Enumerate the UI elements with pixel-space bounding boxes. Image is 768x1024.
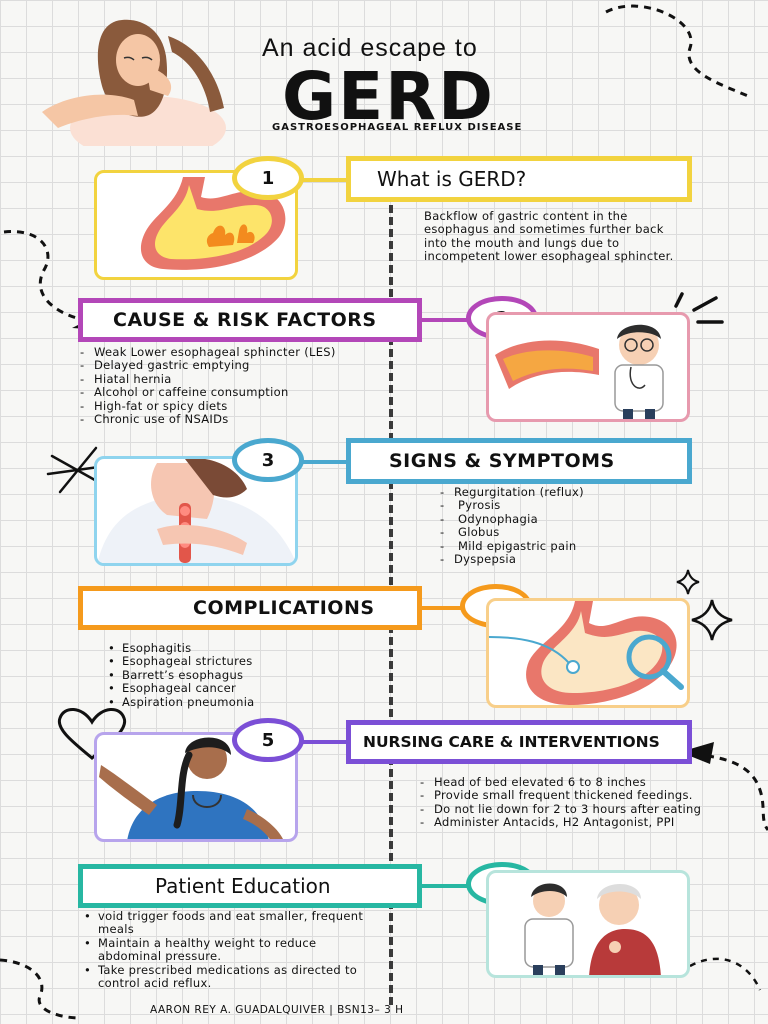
list-item: Do not lie down for 2 to 3 hours after e…	[418, 802, 758, 817]
stomach-icon	[140, 177, 286, 270]
footer-author: AARON REY A. GUADALQUIVER | BSN13– 3 H	[150, 1004, 404, 1016]
doctor-patient-icon	[524, 883, 661, 975]
throat-icon	[97, 459, 295, 563]
list-item: Provide small frequent thickened feeding…	[418, 788, 758, 803]
list-item: Take prescribed medications as directed …	[82, 963, 382, 991]
section-6-list: void trigger foods and eat smaller, freq…	[82, 909, 382, 991]
section-6-heading: Patient Education	[78, 864, 422, 908]
dashed-curve-top-right	[605, 4, 749, 98]
list-item: Barrett’s esophagus	[106, 668, 376, 683]
nurse-icon	[99, 737, 283, 839]
list-item: Administer Antacids, H2 Antagonist, PPI	[418, 815, 758, 830]
sparkle-icon	[676, 569, 700, 595]
list-item: Globus	[438, 525, 678, 540]
section-4-connector	[420, 606, 480, 610]
section-3-connector	[298, 460, 350, 464]
section-5-image	[94, 732, 298, 842]
section-5-list: Head of bed elevated 6 to 8 inches Provi…	[418, 775, 758, 830]
list-item: Regurgitation (reflux)	[438, 485, 678, 500]
section-2-heading: CAUSE & RISK FACTORS	[78, 298, 422, 342]
doctor-icon	[495, 324, 664, 419]
section-4-heading: COMPLICATIONS	[78, 586, 422, 630]
list-item: Delayed gastric emptying	[78, 358, 378, 373]
sparkle-icon	[691, 599, 733, 641]
section-5-number: 5	[232, 718, 304, 762]
list-item: Esophagitis	[106, 641, 376, 656]
dashed-curve-bottom-left	[0, 958, 81, 1020]
dashed-curve-right	[693, 752, 768, 831]
section-3-list: Regurgitation (reflux) Pyrosis Odynophag…	[438, 485, 678, 567]
section-1-body: Backflow of gastric content in the esoph…	[424, 209, 674, 264]
section-3-number: 3	[232, 438, 304, 482]
shine-lines-icon	[674, 292, 724, 324]
list-item: Mild epigastric pain	[438, 539, 678, 554]
heart-doodle-icon	[57, 708, 127, 760]
woman-heartburn-illustration	[42, 19, 226, 146]
list-item: Esophageal strictures	[106, 654, 376, 669]
list-item: Aspiration pneumonia	[106, 695, 376, 710]
section-5-connector	[298, 740, 350, 744]
section-3-heading: SIGNS & SYMPTOMS	[346, 438, 692, 484]
dashed-curve-left	[3, 230, 85, 322]
section-1-heading: What is GERD?	[346, 156, 692, 202]
list-item: Odynophagia	[438, 512, 678, 527]
page-subtitle: GASTROESOPHAGEAL REFLUX DISEASE	[272, 122, 523, 133]
list-item: Dyspepsia	[438, 552, 678, 567]
list-item: Hiatal hernia	[78, 372, 378, 387]
list-item: Pyrosis	[438, 498, 678, 513]
section-1-number: 1	[232, 156, 304, 200]
list-item: High-fat or spicy diets	[78, 399, 378, 414]
list-item: Chronic use of NSAIDs	[78, 412, 378, 427]
page-title: GERD	[282, 58, 495, 135]
section-2-image	[486, 312, 690, 422]
title-line1: An acid escape to	[262, 34, 478, 62]
section-4-image	[486, 598, 690, 708]
arrow-icon	[680, 742, 714, 764]
list-item: Esophageal cancer	[106, 681, 376, 696]
list-item: Head of bed elevated 6 to 8 inches	[418, 775, 758, 790]
list-item: void trigger foods and eat smaller, freq…	[82, 909, 382, 937]
stomach-magnifier-icon	[489, 601, 684, 705]
section-6-image	[486, 870, 690, 978]
list-item: Weak Lower esophageal sphincter (LES)	[78, 345, 378, 360]
section-6-connector	[420, 884, 480, 888]
section-3-image	[94, 456, 298, 566]
list-item: Alcohol or caffeine consumption	[78, 385, 378, 400]
list-item: Maintain a healthy weight to reduce abdo…	[82, 936, 382, 964]
section-2-connector	[420, 318, 480, 322]
dashed-curve-bottom-right	[689, 957, 762, 991]
section-1-connector	[298, 178, 350, 182]
section-5-heading: NURSING CARE & INTERVENTIONS	[346, 720, 692, 764]
section-4-list: Esophagitis Esophageal strictures Barret…	[106, 641, 376, 710]
section-2-list: Weak Lower esophageal sphincter (LES) De…	[78, 345, 378, 427]
